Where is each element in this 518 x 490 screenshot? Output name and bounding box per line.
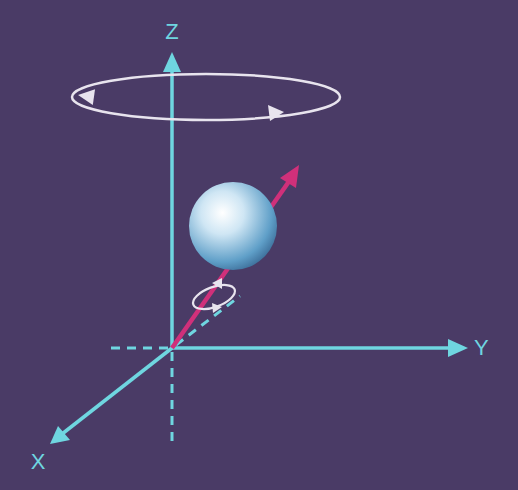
spin-rotation <box>190 280 238 314</box>
particle-sphere <box>189 182 277 270</box>
axis-label: X <box>31 451 46 473</box>
precession-arrowhead <box>268 105 284 121</box>
spin-vector <box>172 180 290 348</box>
dashed-axes <box>108 296 240 445</box>
axis-label: Y <box>474 337 489 359</box>
spin-arrowhead <box>212 303 222 313</box>
axis-label: Z <box>165 21 178 43</box>
spin-arrowhead <box>212 278 222 289</box>
axis-arrowheads <box>50 52 468 444</box>
vector-arrowhead <box>280 165 299 188</box>
precession-arrowhead <box>77 87 95 105</box>
precession-path <box>72 74 340 120</box>
axes <box>62 68 452 434</box>
